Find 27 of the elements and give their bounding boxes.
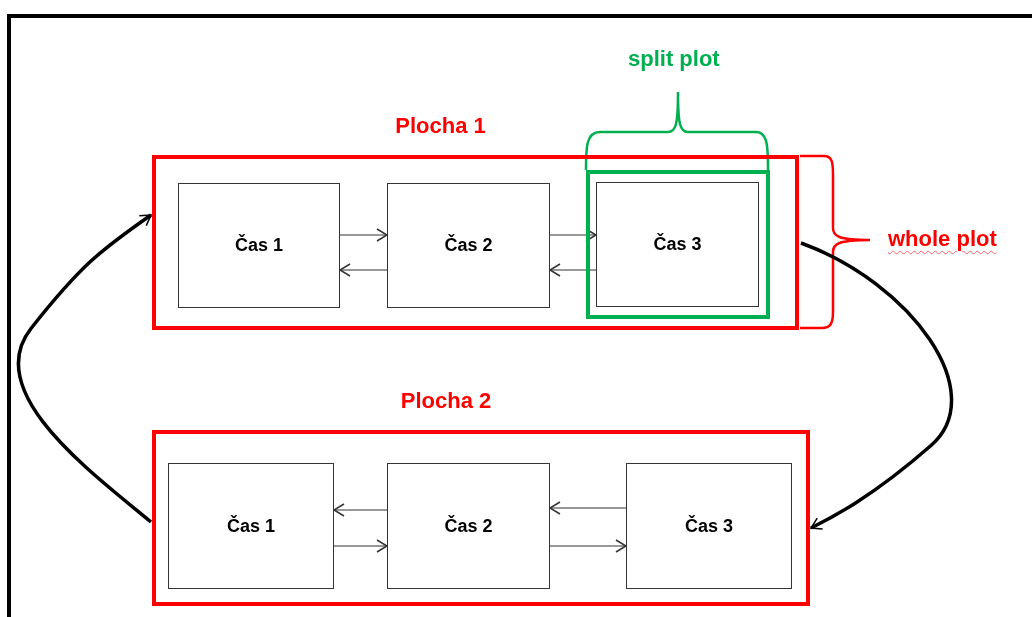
arrow bbox=[339, 263, 388, 277]
arrow bbox=[549, 228, 597, 242]
split-plot-frame bbox=[586, 170, 770, 319]
time-label: Čas 3 bbox=[653, 232, 702, 256]
arrow bbox=[549, 263, 597, 277]
arrow bbox=[333, 539, 388, 553]
time-label: Čas 1 bbox=[234, 233, 283, 257]
time-label: Čas 2 bbox=[444, 233, 493, 257]
time-box bbox=[596, 182, 759, 307]
time-label: Čas 1 bbox=[226, 514, 275, 538]
time-box bbox=[387, 463, 550, 589]
time-label: Čas 3 bbox=[684, 514, 733, 538]
time-box bbox=[168, 463, 334, 589]
plot-title: Plocha 2 bbox=[400, 388, 492, 413]
arrow bbox=[339, 228, 388, 242]
curved-arrow bbox=[800, 241, 953, 530]
arrow bbox=[333, 503, 388, 517]
arrow bbox=[549, 539, 627, 553]
curved-arrow bbox=[16, 213, 153, 524]
split-plot-label: split plot bbox=[628, 45, 720, 73]
time-label: Čas 2 bbox=[444, 514, 493, 538]
time-box bbox=[178, 183, 340, 308]
time-box bbox=[626, 463, 792, 589]
arrow bbox=[549, 501, 627, 515]
whole-plot-label: whole plot bbox=[888, 225, 997, 253]
time-box bbox=[387, 183, 550, 308]
plot-title: Plocha 1 bbox=[395, 113, 486, 138]
